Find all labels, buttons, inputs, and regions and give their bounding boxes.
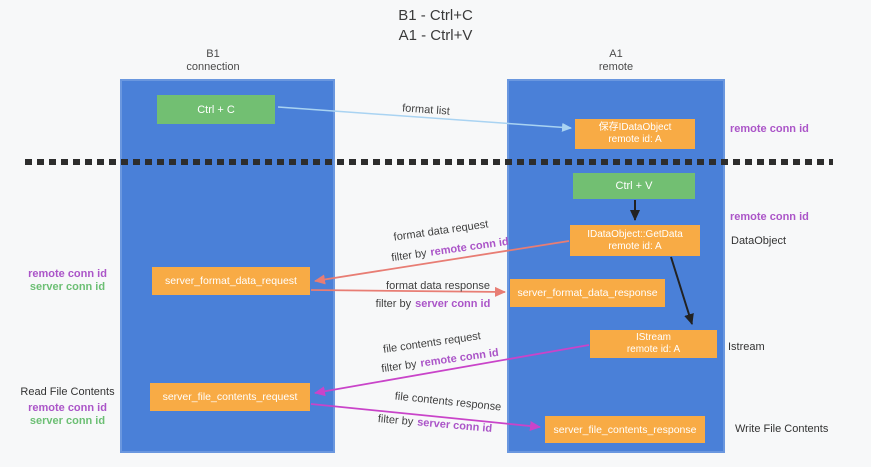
- arrow-format-data-request: [314, 240, 570, 285]
- filter-by-text: filter by: [375, 298, 412, 310]
- istream-line1: IStream: [635, 332, 671, 343]
- node-istream: IStream remote id: A: [590, 330, 717, 358]
- node-server-file-contents-response: server_file_contents_response: [545, 416, 705, 443]
- lane-b1-name: B1: [206, 48, 220, 60]
- ctrl-c-label: Ctrl + C: [197, 103, 235, 116]
- node-server-format-data-response: server_format_data_response: [510, 279, 665, 307]
- arrow-file-contents-response: [310, 403, 541, 431]
- getdata-line2: remote id: A: [608, 240, 662, 252]
- server-file-contents-response-label: server_file_contents_response: [553, 423, 697, 436]
- getdata-line1: IDataObject::GetData: [587, 228, 683, 240]
- istream-line2: remote id: A: [626, 344, 681, 355]
- node-server-format-data-request: server_format_data_request: [152, 267, 310, 295]
- right-remote-conn-id-mid: remote conn id: [730, 211, 809, 223]
- left-remote-conn-id-top: remote conn id: [28, 268, 107, 280]
- diagram-title-line1: B1 - Ctrl+C: [398, 7, 473, 24]
- save-idataobject-line2: remote id: A: [608, 134, 662, 145]
- arrow-file-contents-request: [314, 344, 590, 397]
- lane-a1-role: remote: [598, 61, 634, 73]
- node-ctrl-v: Ctrl + V: [573, 173, 695, 199]
- arrow-format-list: [277, 106, 572, 132]
- server-file-contents-request-label: server_file_contents_request: [162, 391, 298, 403]
- left-server-conn-id-top: server conn id: [29, 281, 106, 293]
- server-conn-id-text: server conn id: [415, 298, 491, 310]
- save-idataobject-line1: 保存IDataObject: [598, 122, 672, 133]
- read-file-contents-label: Read File Contents: [20, 386, 115, 398]
- lane-a1-name: A1: [609, 48, 623, 60]
- arrow-getdata-to-istream: [670, 256, 694, 325]
- arrow-format-data-response: [310, 286, 506, 297]
- diagram-title-line2: A1 - Ctrl+V: [398, 27, 473, 44]
- format-data-response-label: format data response: [386, 280, 490, 292]
- node-save-idataobject: 保存IDataObject remote id: A: [575, 119, 695, 149]
- left-remote-conn-id-bottom: remote conn id: [28, 402, 107, 414]
- server-format-data-response-label: server_format_data_response: [517, 287, 658, 299]
- write-file-contents-label: Write File Contents: [735, 423, 829, 435]
- dataobject-label: DataObject: [731, 235, 787, 247]
- format-data-response-text: format data response: [386, 280, 490, 292]
- lane-header-b1: B1 connection: [153, 48, 273, 74]
- node-idataobject-getdata: IDataObject::GetData remote id: A: [570, 225, 700, 256]
- ctrl-v-label: Ctrl + V: [615, 180, 653, 192]
- node-ctrl-c: Ctrl + C: [157, 95, 275, 124]
- lane-header-a1: A1 remote: [556, 48, 676, 74]
- left-server-conn-id-bottom: server conn id: [29, 415, 106, 427]
- lane-b1-role: connection: [186, 61, 240, 73]
- right-remote-conn-id-top: remote conn id: [730, 123, 809, 135]
- istream-side-label: Istream: [728, 341, 765, 353]
- node-server-file-contents-request: server_file_contents_request: [150, 383, 310, 411]
- server-format-data-request-label: server_format_data_request: [165, 275, 297, 287]
